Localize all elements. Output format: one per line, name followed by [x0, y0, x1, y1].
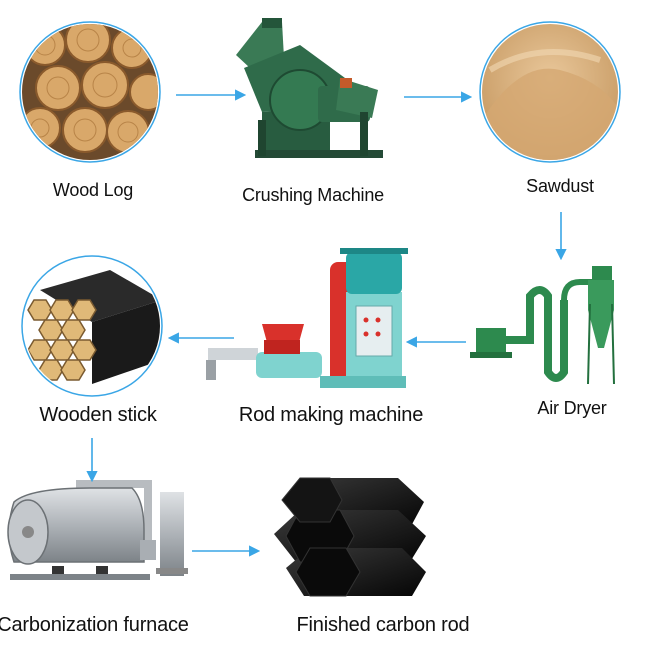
flow-arrows — [86, 89, 567, 557]
label-sawdust: Sawdust — [526, 176, 594, 196]
label-finished-carbon-rod: Finished carbon rod — [296, 614, 470, 636]
carbonization-furnace-image — [7, 480, 188, 580]
crushing-machine-image — [236, 18, 383, 158]
label-wooden-stick: Wooden stick — [39, 404, 157, 426]
label-rod-making-machine: Rod making machine — [238, 404, 424, 426]
rod-making-machine-image — [206, 248, 408, 388]
air-dryer-image — [470, 266, 615, 385]
finished-carbon-rod-image — [274, 477, 426, 597]
label-air-dryer: Air Dryer — [537, 398, 607, 418]
sawdust-image — [479, 21, 621, 163]
wood-log-image — [19, 21, 161, 163]
wooden-stick-image — [21, 255, 163, 397]
label-wood-log: Wood Log — [52, 180, 134, 200]
label-crushing-machine: Crushing Machine — [242, 185, 384, 205]
label-carbonization-furnace: Carbonization furnace — [0, 614, 189, 636]
